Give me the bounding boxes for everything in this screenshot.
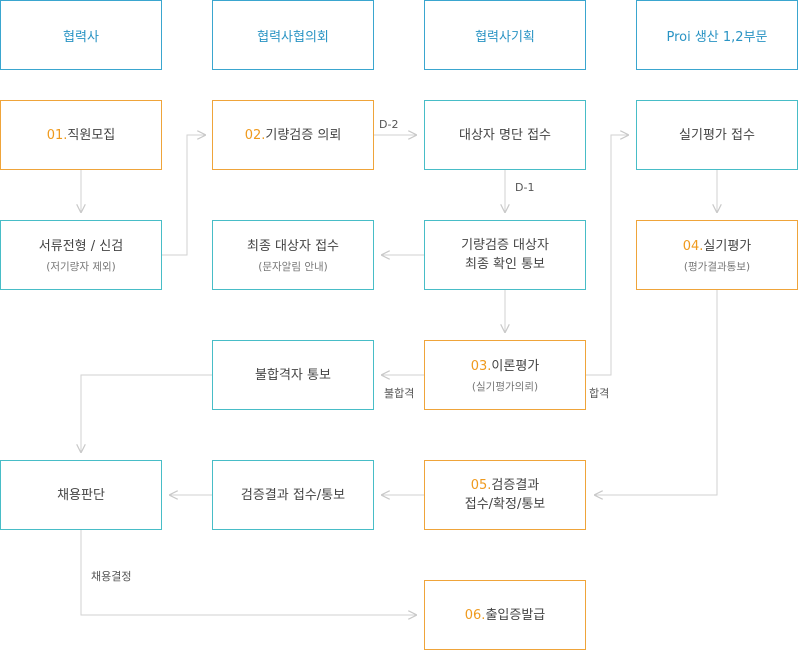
header-partner-council: 협력사협의회	[212, 0, 374, 70]
header-partner-planning: 협력사기획	[424, 0, 586, 70]
box-line: 기량검증 대상자	[461, 238, 549, 253]
box-target-list: 대상자 명단 접수	[424, 100, 586, 170]
header-label: Proi 생산 1,2부문	[666, 29, 768, 45]
box-fail-notice: 불합격자 통보	[212, 340, 374, 410]
box-label: 서류전형 / 신검	[38, 238, 124, 254]
header-partner: 협력사	[0, 0, 162, 70]
step-06-pass-issue: 06.출입증발급	[424, 580, 586, 650]
step-03-theory: 03.이론평가 (실기평가의뢰)	[424, 340, 586, 410]
step-label: 이론평가	[491, 358, 540, 374]
arrow-hire-to-06	[80, 530, 416, 615]
box-sub: (저기량자 제외)	[46, 260, 116, 273]
box-label: 채용판단	[57, 487, 105, 503]
box-label: 불합격자 통보	[255, 367, 331, 383]
box-label: 실기평가 접수	[679, 127, 755, 143]
header-label: 협력사기획	[475, 29, 535, 45]
step-number: 02.	[244, 127, 266, 143]
box-line: 최종 확인 통보	[464, 257, 546, 272]
box-sub: (문자알림 안내)	[258, 260, 328, 273]
box-label: 대상자 명단 접수	[459, 127, 551, 143]
box-label: 최종 대상자 접수	[247, 238, 339, 254]
edge-label-fail: 불합격	[384, 387, 415, 400]
edge-label-pass: 합격	[589, 387, 610, 400]
step-number: 04.	[682, 238, 704, 254]
step-number: 01.	[46, 127, 68, 143]
box-final-target: 최종 대상자 접수 (문자알림 안내)	[212, 220, 374, 290]
step-number: 03.	[470, 358, 492, 374]
step-label-2: 접수/확정/통보	[464, 497, 546, 512]
arrow-03-to-practical	[586, 135, 628, 376]
box-practical-receive: 실기평가 접수	[636, 100, 798, 170]
step-05-result: 05.검증결과 접수/확정/통보	[424, 460, 586, 530]
step-sub: (실기평가의뢰)	[471, 380, 539, 393]
arrow-screening-to-02	[162, 135, 205, 256]
box-label: 검증결과 접수/통보	[240, 487, 346, 503]
header-label: 협력사	[63, 29, 99, 45]
box-skill-confirm: 기량검증 대상자 최종 확인 통보	[424, 220, 586, 290]
step-label: 실기평가	[703, 238, 752, 254]
edge-label-d1: D-1	[515, 181, 535, 194]
arrow-04-to-05	[595, 290, 718, 495]
header-production: Proi 생산 1,2부문	[636, 0, 798, 70]
step-number: 06.	[464, 607, 486, 623]
step-label: 검증결과	[491, 478, 540, 493]
step-label: 기량검증 의뢰	[265, 127, 342, 143]
step-02-skill-request: 02.기량검증 의뢰	[212, 100, 374, 170]
box-screening: 서류전형 / 신검 (저기량자 제외)	[0, 220, 162, 290]
step-01-recruit: 01.직원모집	[0, 100, 162, 170]
edge-label-hire: 채용결정	[91, 570, 132, 583]
step-number: 05.	[470, 478, 492, 493]
step-label: 직원모집	[67, 127, 116, 143]
box-result-receive: 검증결과 접수/통보	[212, 460, 374, 530]
step-sub: (평가결과통보)	[683, 260, 751, 273]
box-hire-decision: 채용판단	[0, 460, 162, 530]
step-label: 출입증발급	[485, 607, 546, 623]
header-label: 협력사협의회	[257, 29, 329, 45]
edge-label-d2: D-2	[379, 118, 399, 131]
step-04-practical: 04.실기평가 (평가결과통보)	[636, 220, 798, 290]
arrow-fail-to-hire	[81, 374, 212, 452]
